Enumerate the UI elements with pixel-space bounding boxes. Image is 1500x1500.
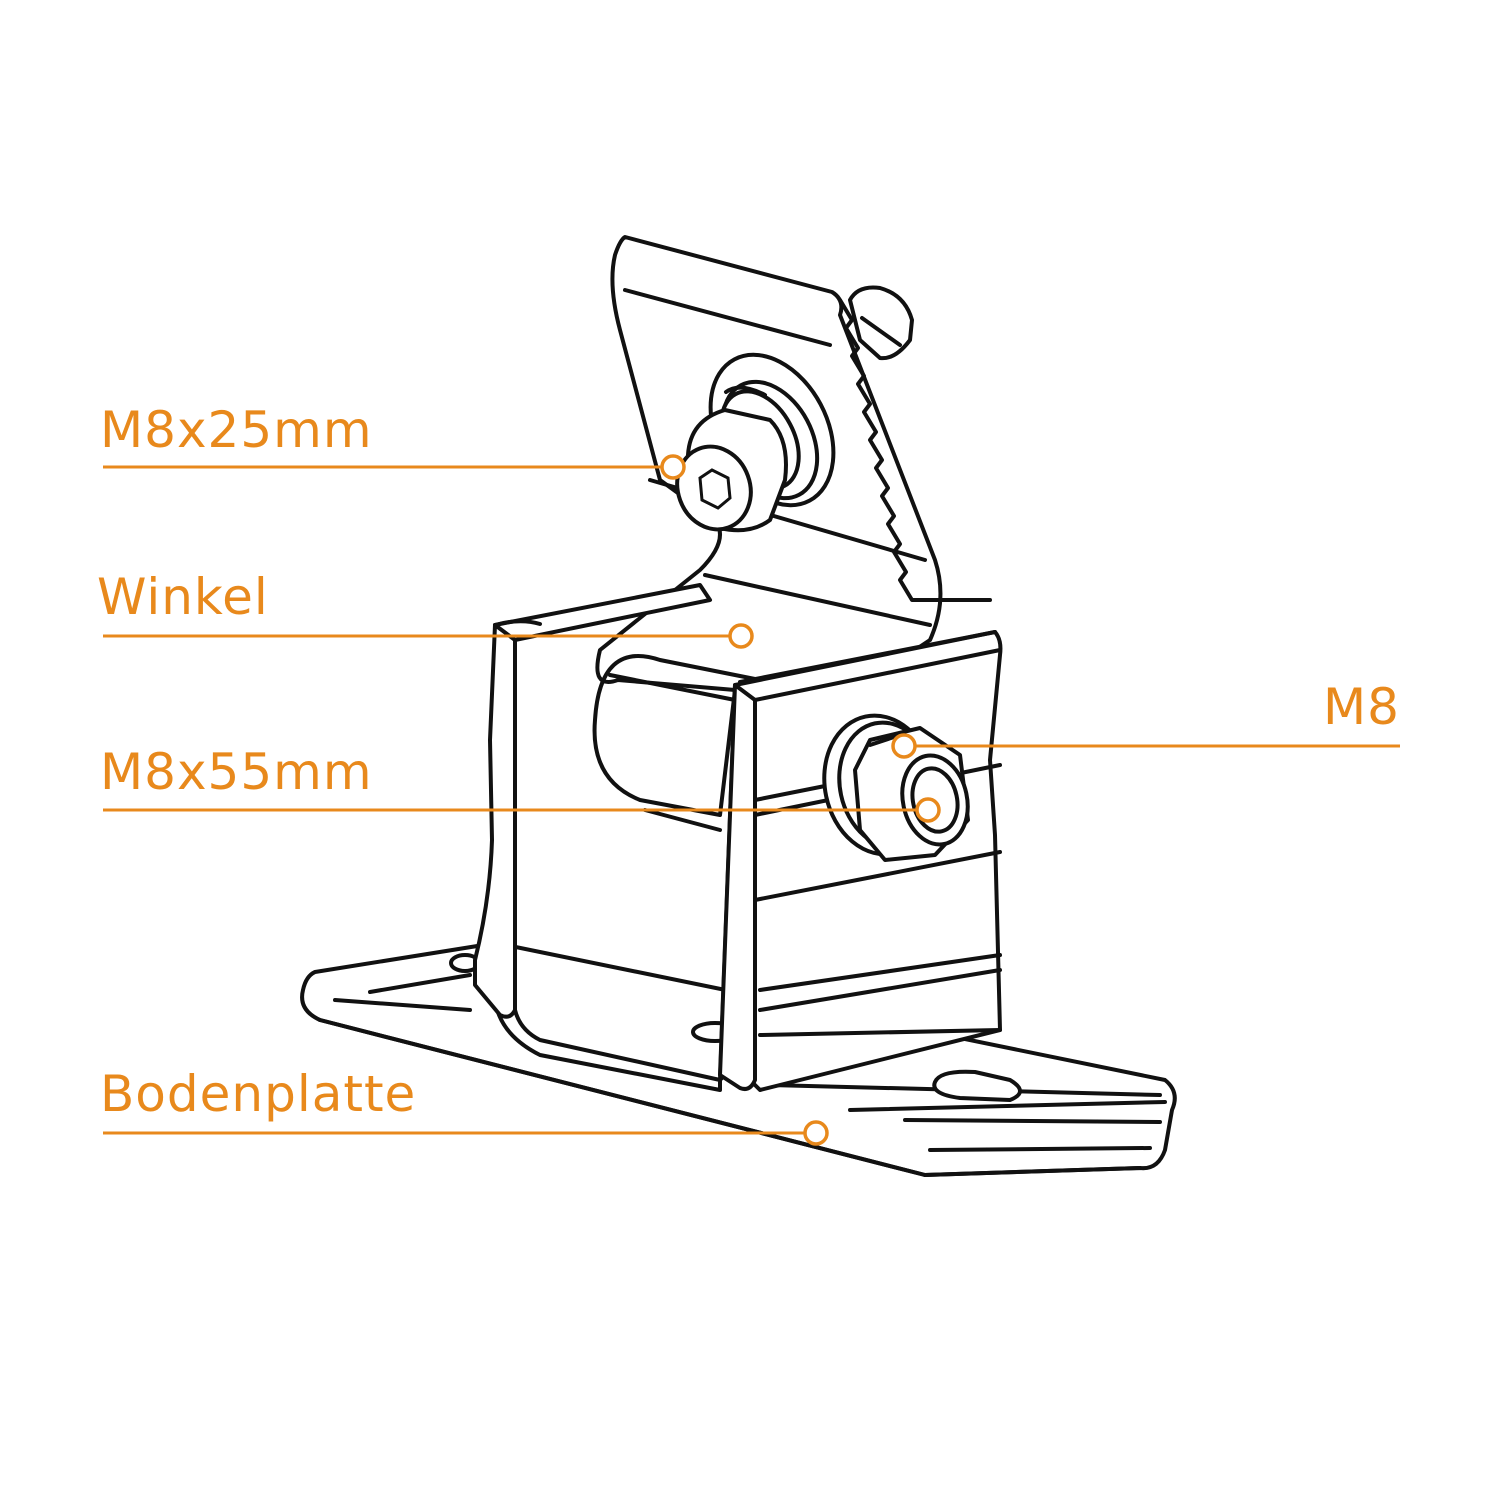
label-bolt-short: M8x25mm xyxy=(100,401,373,459)
callout-leader-lines xyxy=(103,454,1400,1146)
label-nut: M8 xyxy=(1323,678,1400,736)
anchor-base-plate xyxy=(803,1120,829,1146)
anchor-nut xyxy=(891,733,917,759)
label-angle: Winkel xyxy=(97,568,269,626)
angle-bracket-drawing xyxy=(592,235,992,817)
anchor-angle xyxy=(728,623,754,649)
label-bolt-long: M8x55mm xyxy=(100,743,373,801)
anchor-bolt-long xyxy=(915,797,941,823)
anchor-bolt-short xyxy=(660,454,686,480)
label-base-plate: Bodenplatte xyxy=(100,1065,416,1123)
short-bolt-drawing xyxy=(675,352,836,533)
